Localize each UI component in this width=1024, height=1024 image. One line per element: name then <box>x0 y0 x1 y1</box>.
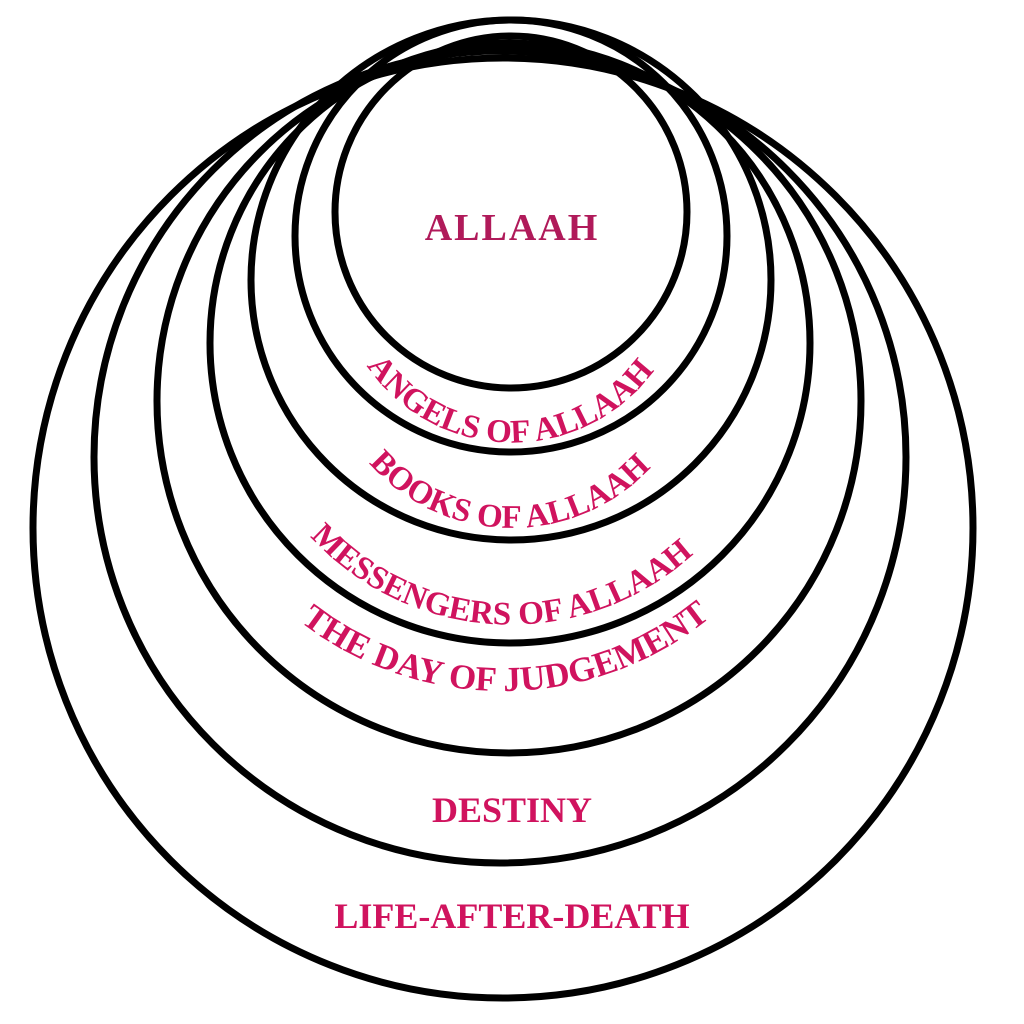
ring-life-after-death <box>29 54 977 1002</box>
center-circle-allaah <box>331 32 691 392</box>
label-angels-path: ANGELS OF ALLAAH <box>360 349 661 451</box>
label-life-after-death: LIFE-AFTER-DEATH <box>334 896 689 936</box>
label-destiny: DESTINY <box>432 790 592 830</box>
ring-messengers <box>206 39 814 647</box>
ring-angels <box>291 16 731 456</box>
label-angels: ANGELS OF ALLAAH <box>360 349 661 451</box>
ring-books <box>247 16 775 544</box>
ring-day-of-judgement <box>153 45 865 757</box>
center-label: ALLAAH <box>425 207 600 249</box>
